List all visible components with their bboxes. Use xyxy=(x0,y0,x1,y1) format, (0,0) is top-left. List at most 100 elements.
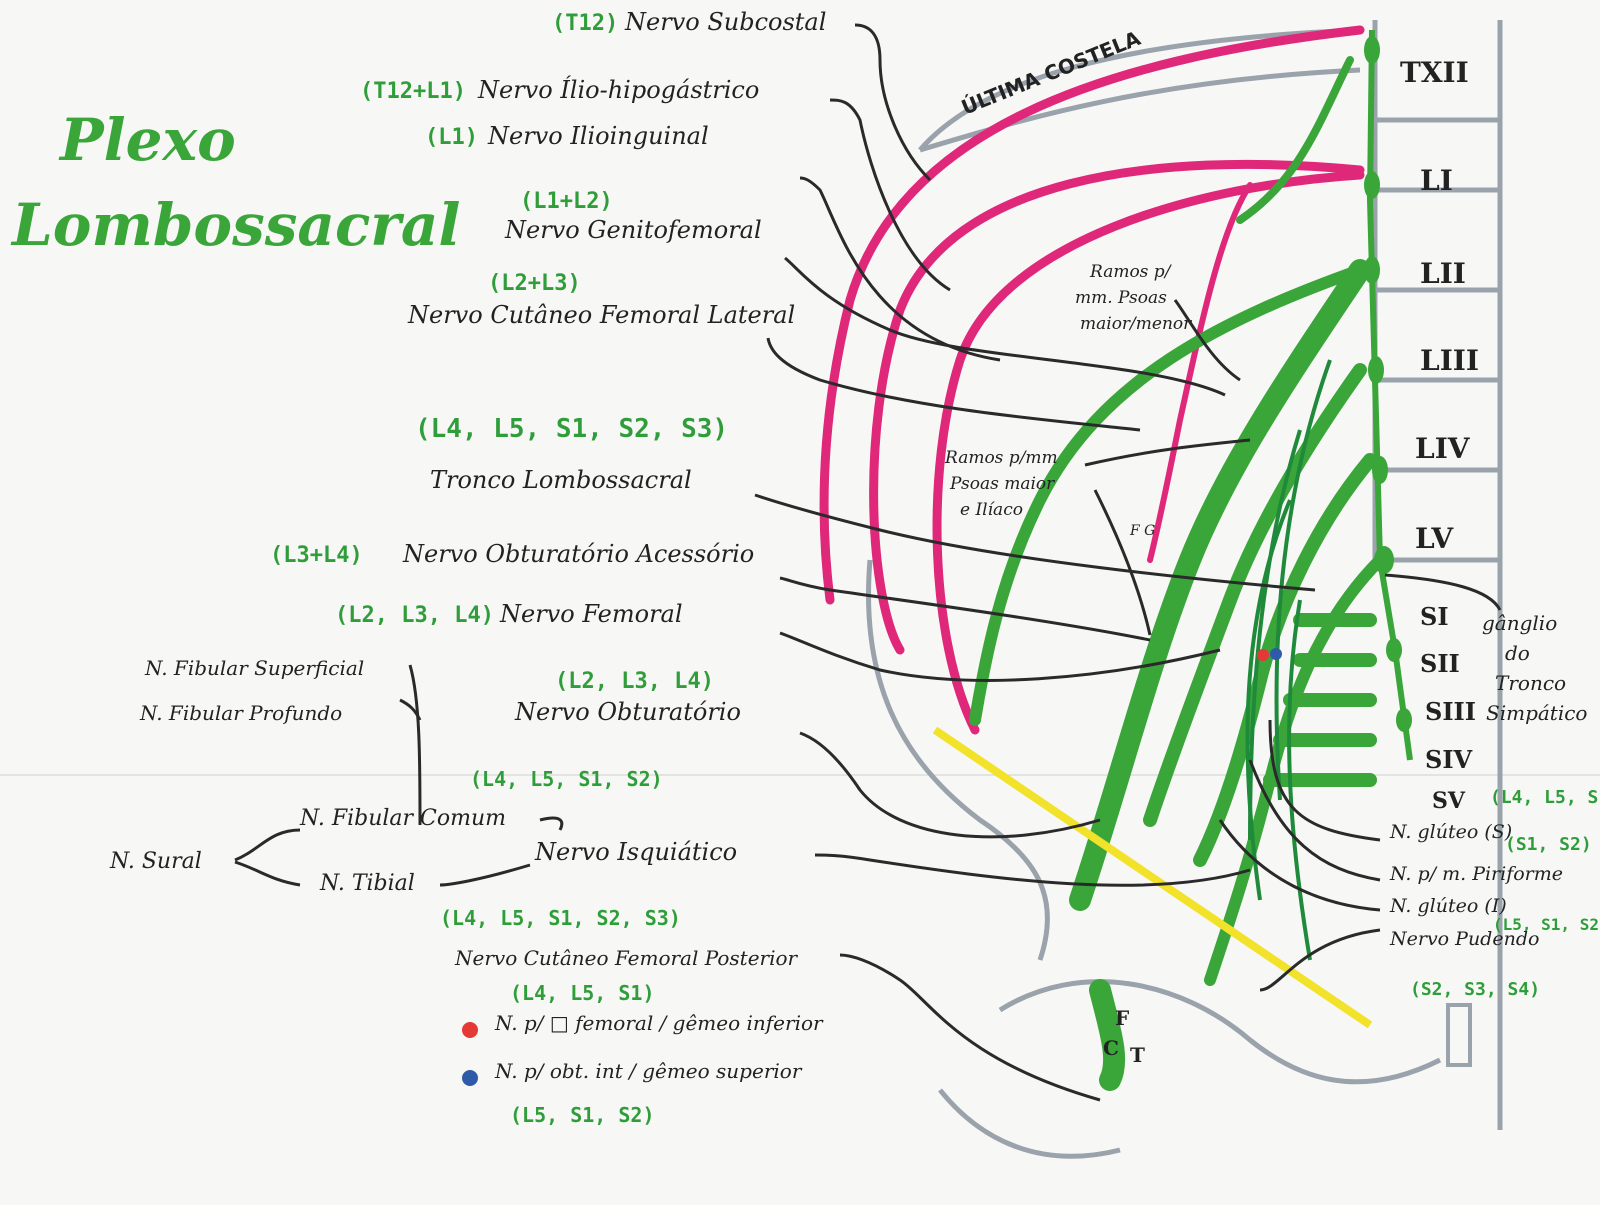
subcostal-arrow xyxy=(854,23,932,182)
sural-label: N. Sural xyxy=(109,849,202,874)
nerve-name: Nervo Subcostal xyxy=(624,8,826,36)
vertebra-label: SII xyxy=(1420,649,1460,678)
pelvis-floor-outline xyxy=(998,979,1442,1085)
ganglion xyxy=(1368,356,1384,384)
genitofemoral-nerve-path xyxy=(1147,182,1253,563)
muscle-branches-label-2: Psoas maior xyxy=(949,474,1055,494)
branch xyxy=(1236,56,1354,224)
nerve-name: Nervo Ílio-hipogástrico xyxy=(477,75,759,104)
fct-label-t: T xyxy=(1130,1043,1145,1067)
femoral-arrow xyxy=(779,631,1221,682)
nerve-name: N. glúteo (I) xyxy=(1389,895,1507,917)
deep-fibular-label: N. Fibular Profundo xyxy=(139,701,342,725)
left-nerve-labels: (T12) Nervo Subcostal (T12+L1) Nervo Íli… xyxy=(270,8,826,930)
title-line-1: Plexo xyxy=(58,106,236,174)
lat-cutaneous-arrow xyxy=(766,337,1141,432)
tibial-arrow xyxy=(439,863,531,887)
blue-nerve-name: N. p/ obt. int / gêmeo superior xyxy=(494,1059,803,1083)
bone-outlines xyxy=(866,20,1503,1159)
nerve-name: Nervo Genitofemoral xyxy=(504,216,762,244)
vertebra-label: LV xyxy=(1415,522,1454,555)
nerve-name: N. glúteo (S) xyxy=(1389,821,1512,843)
obturator-nerve-path xyxy=(1143,363,1367,827)
vertebra-label: LIII xyxy=(1420,344,1479,377)
pointer-arrow xyxy=(1173,299,1241,382)
sympathetic-ganglia xyxy=(1364,36,1412,732)
accessory-obturator-arrow xyxy=(779,576,1151,642)
nerve-name: Nervo Cutâneo Femoral Lateral xyxy=(407,301,795,329)
subcostal-nerve-path xyxy=(819,25,1365,605)
piriformis-arrow xyxy=(1248,759,1381,882)
nerve-roots: (T12) xyxy=(552,11,618,36)
deep-fibular-arrow xyxy=(399,698,422,721)
fct-label-f: F xyxy=(1115,1006,1129,1030)
tibial-label: N. Tibial xyxy=(319,871,415,896)
genitofemoral-arrow xyxy=(784,256,1226,397)
nerve-roots: (L1) xyxy=(425,125,478,150)
muscle-branches-label-2: Ramos p/mm xyxy=(944,448,1058,468)
inguinal-ligament xyxy=(932,726,1373,1029)
nerve-name: N. Fibular Comum xyxy=(299,806,506,831)
last-rib-outline-inner xyxy=(919,67,1361,153)
nerve-roots: (L5, S1, S2) xyxy=(1493,915,1600,934)
ganglion-label-line: Simpático xyxy=(1486,701,1587,725)
ganglion-label-line: Tronco xyxy=(1495,671,1566,695)
posterior-cutaneous-label: Nervo Cutâneo Femoral Posterior xyxy=(454,946,799,970)
muscle-branches-label-1: mm. Psoas xyxy=(1075,288,1167,308)
nerve-roots: (L2, L3, L4) xyxy=(335,603,494,628)
ilioinguinal-arrow xyxy=(799,176,1001,362)
nerve-name: Nervo Pudendo xyxy=(1389,928,1539,950)
sacral-roots xyxy=(1263,613,1377,787)
nerve-name: Tronco Lombossacral xyxy=(430,466,692,494)
ganglion xyxy=(1386,638,1402,662)
ganglion xyxy=(1364,171,1380,199)
muscle-branches-label-2: e Ilíaco xyxy=(960,500,1023,520)
nerve-roots: (L2+L3) xyxy=(488,271,581,296)
lumbosacral-trunk-arrow xyxy=(754,493,1316,592)
branch xyxy=(1274,359,1332,801)
ganglion xyxy=(1364,36,1380,64)
sural-arrow-upper xyxy=(234,828,301,862)
inferior-gluteal-arrow xyxy=(1218,819,1381,912)
ganglion-arrow xyxy=(1384,573,1502,611)
nerve-roots: (L4, L5, S1, S2, S3) xyxy=(415,414,728,444)
lumbosacral-trunk-path xyxy=(1193,453,1377,867)
ganglion-label-line: gânglio xyxy=(1482,611,1557,635)
superior-gluteal-arrow xyxy=(1268,719,1381,842)
blue-marker xyxy=(1270,648,1282,660)
vertebra-divisions xyxy=(1375,117,1500,563)
vertebra-label: LII xyxy=(1420,257,1466,290)
vertebra-label: TXII xyxy=(1400,56,1469,89)
red-dot-marker xyxy=(462,1022,478,1038)
vertebra-labels: TXII LI LII LIII LIV LV SI SII SIII SIV … xyxy=(1400,56,1479,814)
lumbar-plexus-green xyxy=(969,56,1386,1091)
ganglion xyxy=(1396,708,1412,732)
common-fibular-arrow xyxy=(539,816,564,831)
pelvis-outline xyxy=(866,559,1050,961)
post-cutaneous-arrow xyxy=(839,953,1101,1102)
nerve-name: Nervo Femoral xyxy=(499,600,683,628)
muscle-branches-label-1: maior/menor xyxy=(1080,314,1192,334)
nerve-roots: (L4, L5, S1) xyxy=(1490,787,1600,808)
vertebra-label: LI xyxy=(1420,164,1453,197)
blue-dot-marker xyxy=(462,1070,478,1086)
iliohypogastric-nerve-path xyxy=(869,159,1365,655)
last-rib-outline xyxy=(918,27,1361,152)
branch xyxy=(1287,599,1312,961)
fct-label-c: C xyxy=(1103,1036,1119,1060)
fibular-branch-arrow xyxy=(408,664,422,826)
femoral-lower-path xyxy=(1089,979,1126,1091)
sciatic-arrow xyxy=(814,853,1251,887)
vertebra-label: SI xyxy=(1420,602,1449,631)
femur-outline xyxy=(938,1088,1121,1159)
nerve-roots: (T12+L1) xyxy=(360,79,466,104)
nerve-name: Nervo Isquiático xyxy=(534,838,737,866)
femoral-nerve-path xyxy=(1069,259,1371,911)
nerve-name: N. p/ m. Piriforme xyxy=(1389,863,1563,885)
coccyx-outline xyxy=(1446,1003,1472,1067)
branch xyxy=(1245,499,1292,901)
ganglion-label-line: do xyxy=(1505,641,1530,665)
nerve-roots: (L2, L3, L4) xyxy=(555,669,714,694)
nerve-roots: (L4, L5, S1, S2) xyxy=(470,767,663,791)
